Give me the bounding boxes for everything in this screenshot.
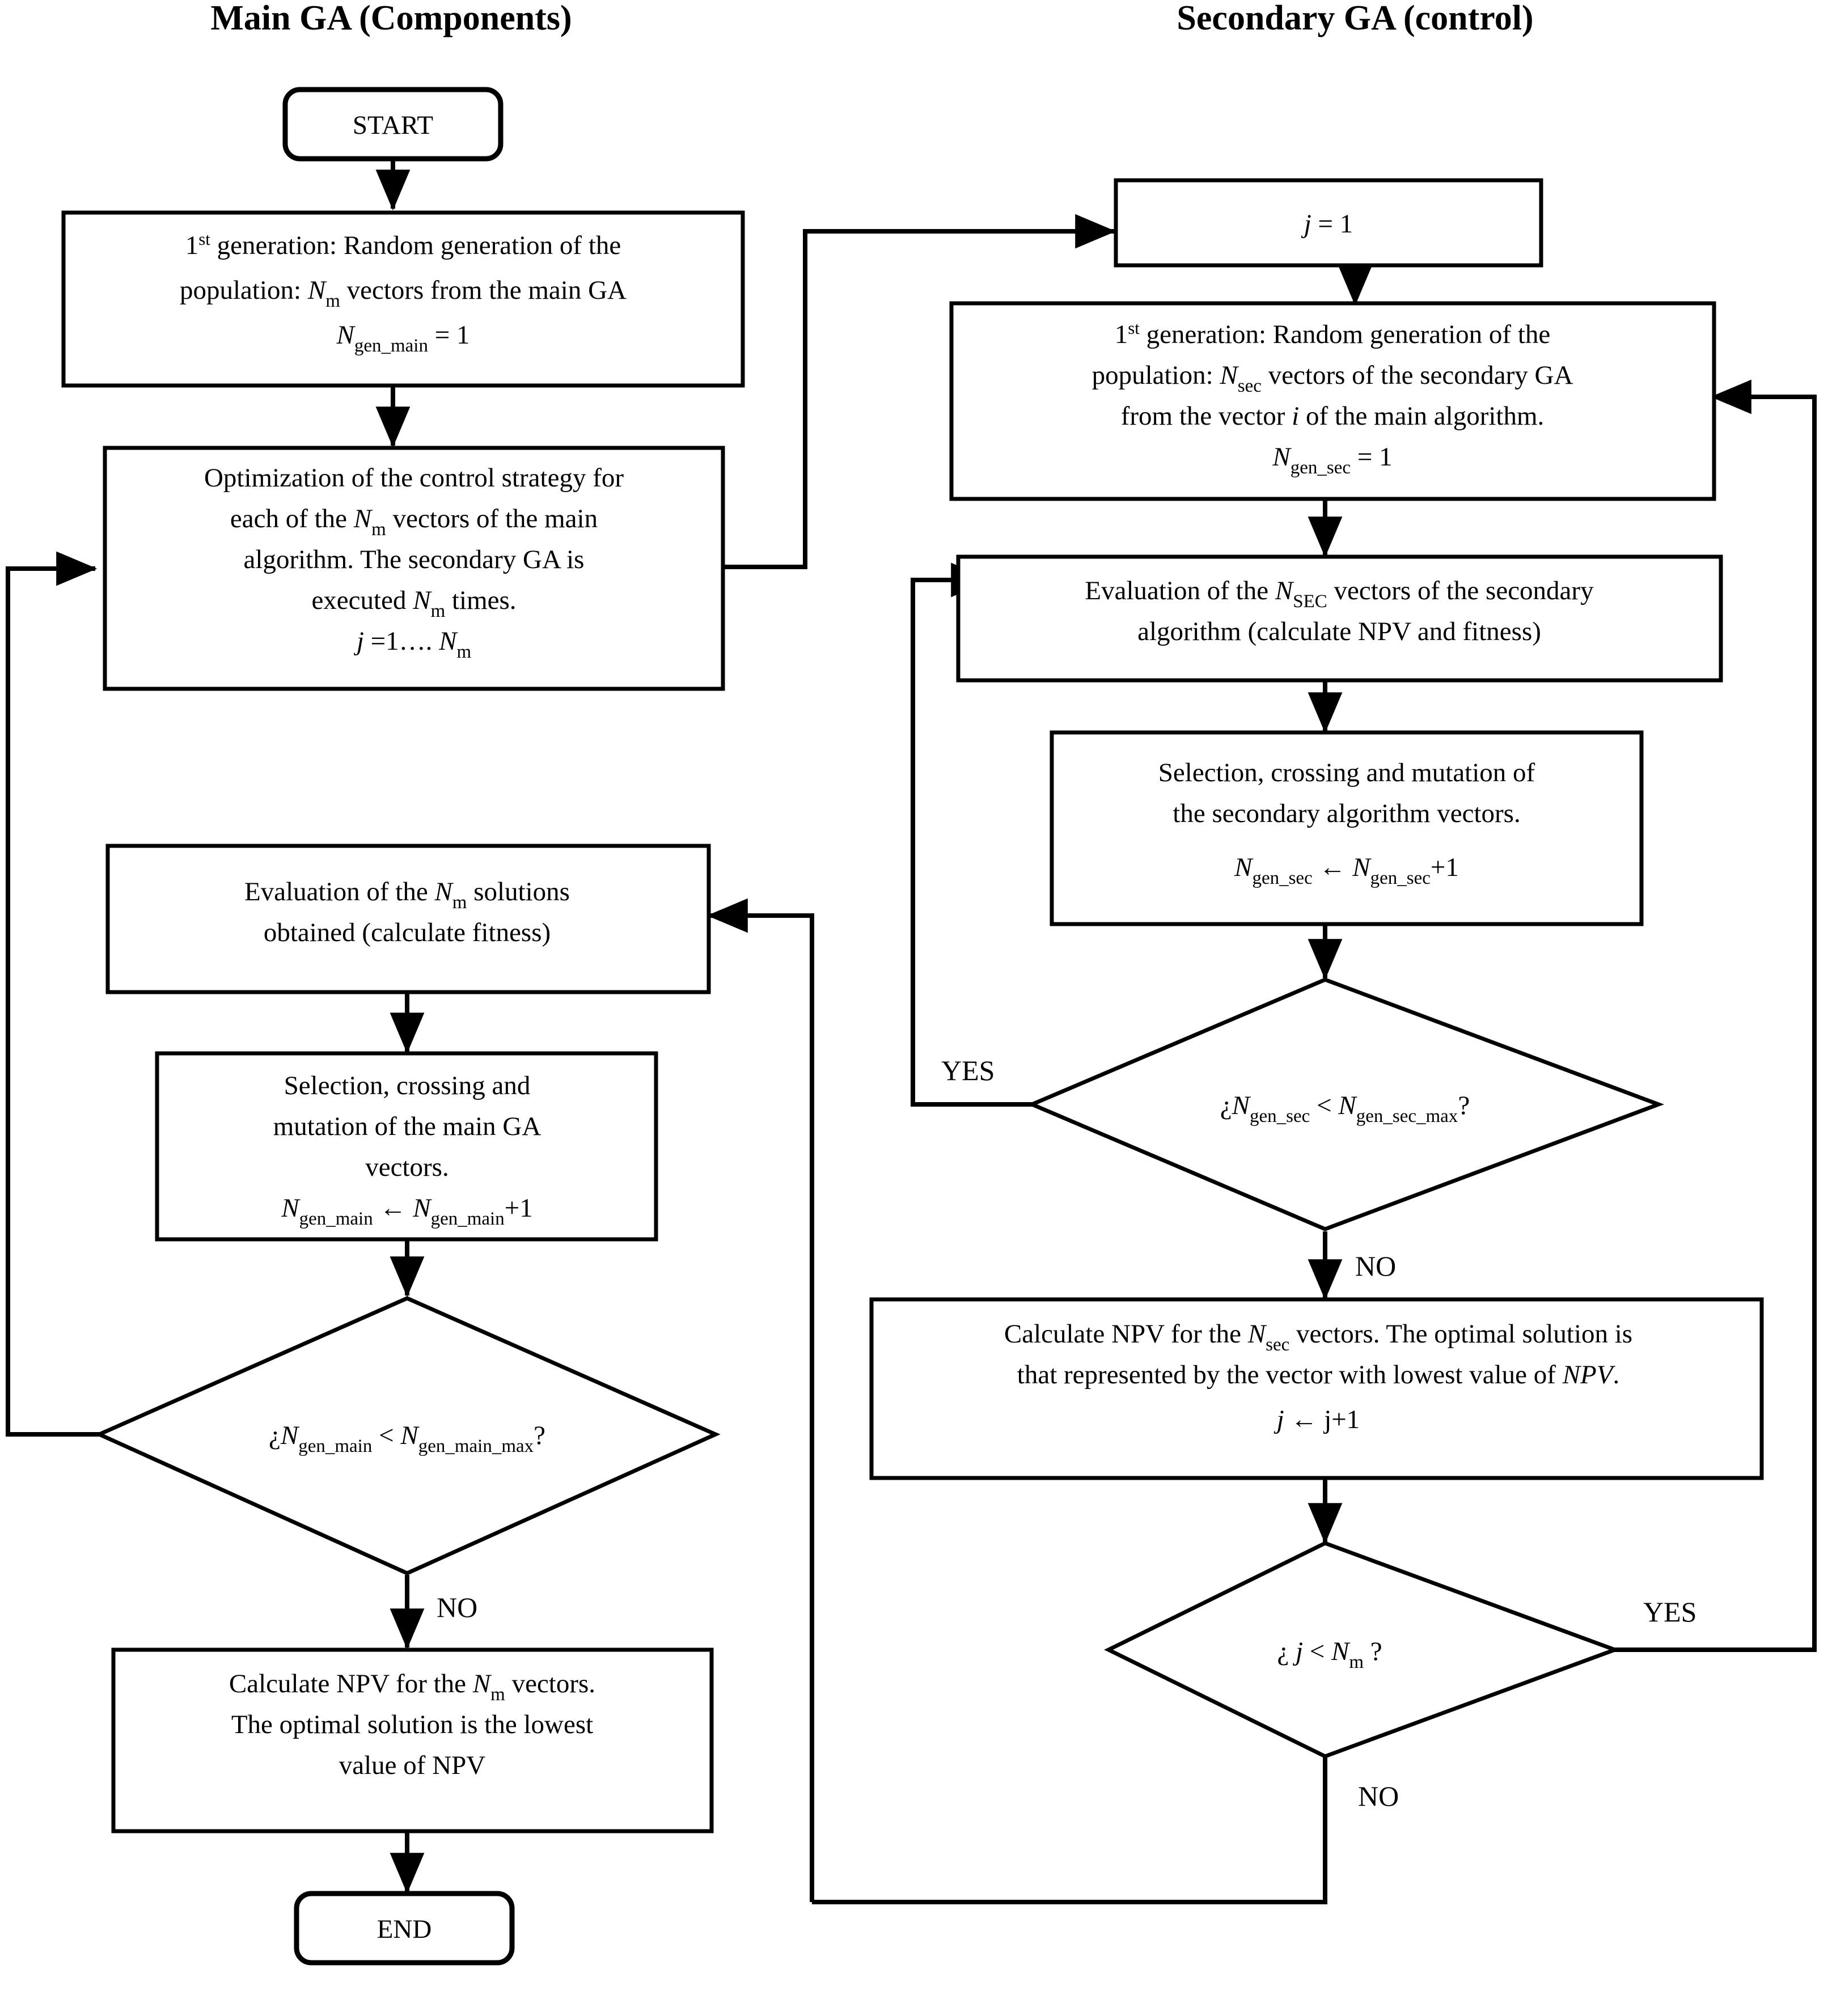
evaluation-sec-line-1: Evaluation of the NSEC vectors of the se… (1085, 576, 1594, 612)
evaluation-shape (105, 844, 711, 994)
decision-gen-sec-yes-label: YES (941, 1054, 995, 1086)
optimization-line-1: Optimization of the control strategy for (204, 463, 624, 493)
evaluation-line-1: Evaluation of the Nm solutions (244, 877, 570, 913)
decision-j-shape (1104, 1541, 1621, 1759)
calculate-npv-sec-shape (869, 1297, 1764, 1480)
node-end: END (294, 1891, 515, 1966)
evaluation-line-2: obtained (calculate fitness) (264, 918, 551, 947)
connectors (6, 160, 1817, 1904)
end-terminator-shape (294, 1891, 515, 1966)
first-generation-line-1: 1st generation: Random generation of the (185, 229, 621, 260)
node-j-init: j = 1 (1114, 178, 1543, 268)
node-selection: Selection, crossing and mutation of the … (155, 1051, 658, 1242)
node-selection-sec: Selection, crossing and mutation of the … (1050, 730, 1644, 926)
selection-sec-line-2: the secondary algorithm vectors. (1173, 799, 1520, 828)
edge-decision-yes-to-optimization (6, 551, 101, 1437)
calculate-npv-line-2: The optimal solution is the lowest (231, 1710, 593, 1739)
node-decision-j: ¿ j < Nm ? (1104, 1541, 1621, 1759)
selection-line-3: vectors. (365, 1153, 449, 1182)
edge-decisionj-yes-to-firstgensec (1613, 379, 1817, 1652)
calculate-npv-shape (111, 1647, 714, 1833)
optimization-line-3: algorithm. The secondary GA is (244, 545, 585, 574)
selection-sec-shape (1050, 730, 1644, 926)
selection-line-1: Selection, crossing and (284, 1071, 531, 1100)
calculate-npv-sec-line-3: j ← j+1 (1273, 1405, 1360, 1434)
node-decision-gen-sec: ¿Ngen_sec < Ngen_sec_max? (1027, 977, 1664, 1231)
node-calculate-npv: Calculate NPV for the Nm vectors. The op… (111, 1647, 714, 1833)
node-optimization: Optimization of the control strategy for… (103, 446, 725, 691)
end-label: END (377, 1915, 432, 1944)
selection-sec-line-1: Selection, crossing and mutation of (1158, 758, 1535, 787)
first-generation-sec-line-4: Ngen_sec = 1 (1272, 442, 1392, 478)
decision-j-no-label: NO (1358, 1780, 1399, 1812)
node-first-generation: 1st generation: Random generation of the… (61, 210, 745, 388)
first-generation-sec-shape (949, 301, 1716, 501)
evaluation-sec-shape (956, 554, 1723, 683)
first-generation-shape (61, 210, 745, 388)
edge-decisiongen-yes-to-evaluationsec (911, 562, 1034, 1107)
edge-decisionj-no-return (812, 1757, 1327, 1904)
decision-j-yes-label: YES (1643, 1596, 1696, 1628)
node-start: START (282, 87, 504, 162)
j-init-shape (1114, 178, 1543, 268)
start-terminator-shape (282, 87, 504, 162)
decision-main-shape (94, 1296, 721, 1575)
evaluation-sec-line-2: algorithm (calculate NPV and fitness) (1137, 617, 1541, 646)
decision-main-label: ¿Ngen_main < Ngen_main_max? (269, 1421, 545, 1456)
decision-gen-sec-no-label: NO (1355, 1250, 1396, 1282)
optimization-line-4: executed Nm times. (311, 586, 516, 621)
calculate-npv-sec-line-1: Calculate NPV for the Nsec vectors. The … (1004, 1319, 1632, 1355)
first-generation-sec-line-2: population: Nsec vectors of the secondar… (1092, 361, 1573, 396)
node-calculate-npv-sec: Calculate NPV for the Nsec vectors. The … (869, 1297, 1764, 1480)
decision-main-no-label: NO (437, 1591, 477, 1623)
first-generation-line-3: Ngen_main = 1 (336, 320, 469, 356)
left-column-title: Main GA (Components) (210, 0, 572, 37)
start-label: START (353, 111, 433, 140)
decision-gen-sec-label: ¿Ngen_sec < Ngen_sec_max? (1220, 1091, 1470, 1126)
calculate-npv-sec-line-2: that represented by the vector with lowe… (1017, 1360, 1619, 1390)
selection-line-2: mutation of the main GA (273, 1112, 541, 1141)
first-generation-sec-line-3: from the vector i of the main algorithm. (1121, 401, 1545, 431)
first-generation-line-2: population: Nm vectors from the main GA (180, 276, 627, 311)
node-first-generation-sec: 1st generation: Random generation of the… (949, 301, 1716, 501)
selection-shape (155, 1051, 658, 1242)
optimization-line-2: each of the Nm vectors of the main (230, 504, 598, 540)
right-column-title: Secondary GA (control) (1177, 0, 1533, 37)
selection-line-4: Ngen_main ← Ngen_main+1 (281, 1193, 533, 1229)
decision-j-label: ¿ j < Nm ? (1277, 1637, 1382, 1672)
edge-secondary-to-evaluation (706, 898, 814, 1902)
node-decision-main: ¿Ngen_main < Ngen_main_max? (94, 1296, 721, 1575)
edge-optimization-to-jinit (723, 214, 1116, 569)
node-evaluation: Evaluation of the Nm solutions obtained … (105, 844, 711, 994)
optimization-line-5: j =1…. Nm (353, 626, 472, 662)
selection-sec-line-3: Ngen_sec ← Ngen_sec+1 (1234, 853, 1459, 888)
optimization-shape (103, 446, 725, 691)
decision-gen-sec-shape (1027, 977, 1664, 1231)
j-init-label: j = 1 (1301, 209, 1353, 239)
node-evaluation-sec: Evaluation of the NSEC vectors of the se… (956, 554, 1723, 683)
first-generation-sec-line-1: 1st generation: Random generation of the (1115, 318, 1551, 349)
calculate-npv-line-3: value of NPV (339, 1751, 486, 1780)
calculate-npv-line-1: Calculate NPV for the Nm vectors. (229, 1669, 595, 1705)
